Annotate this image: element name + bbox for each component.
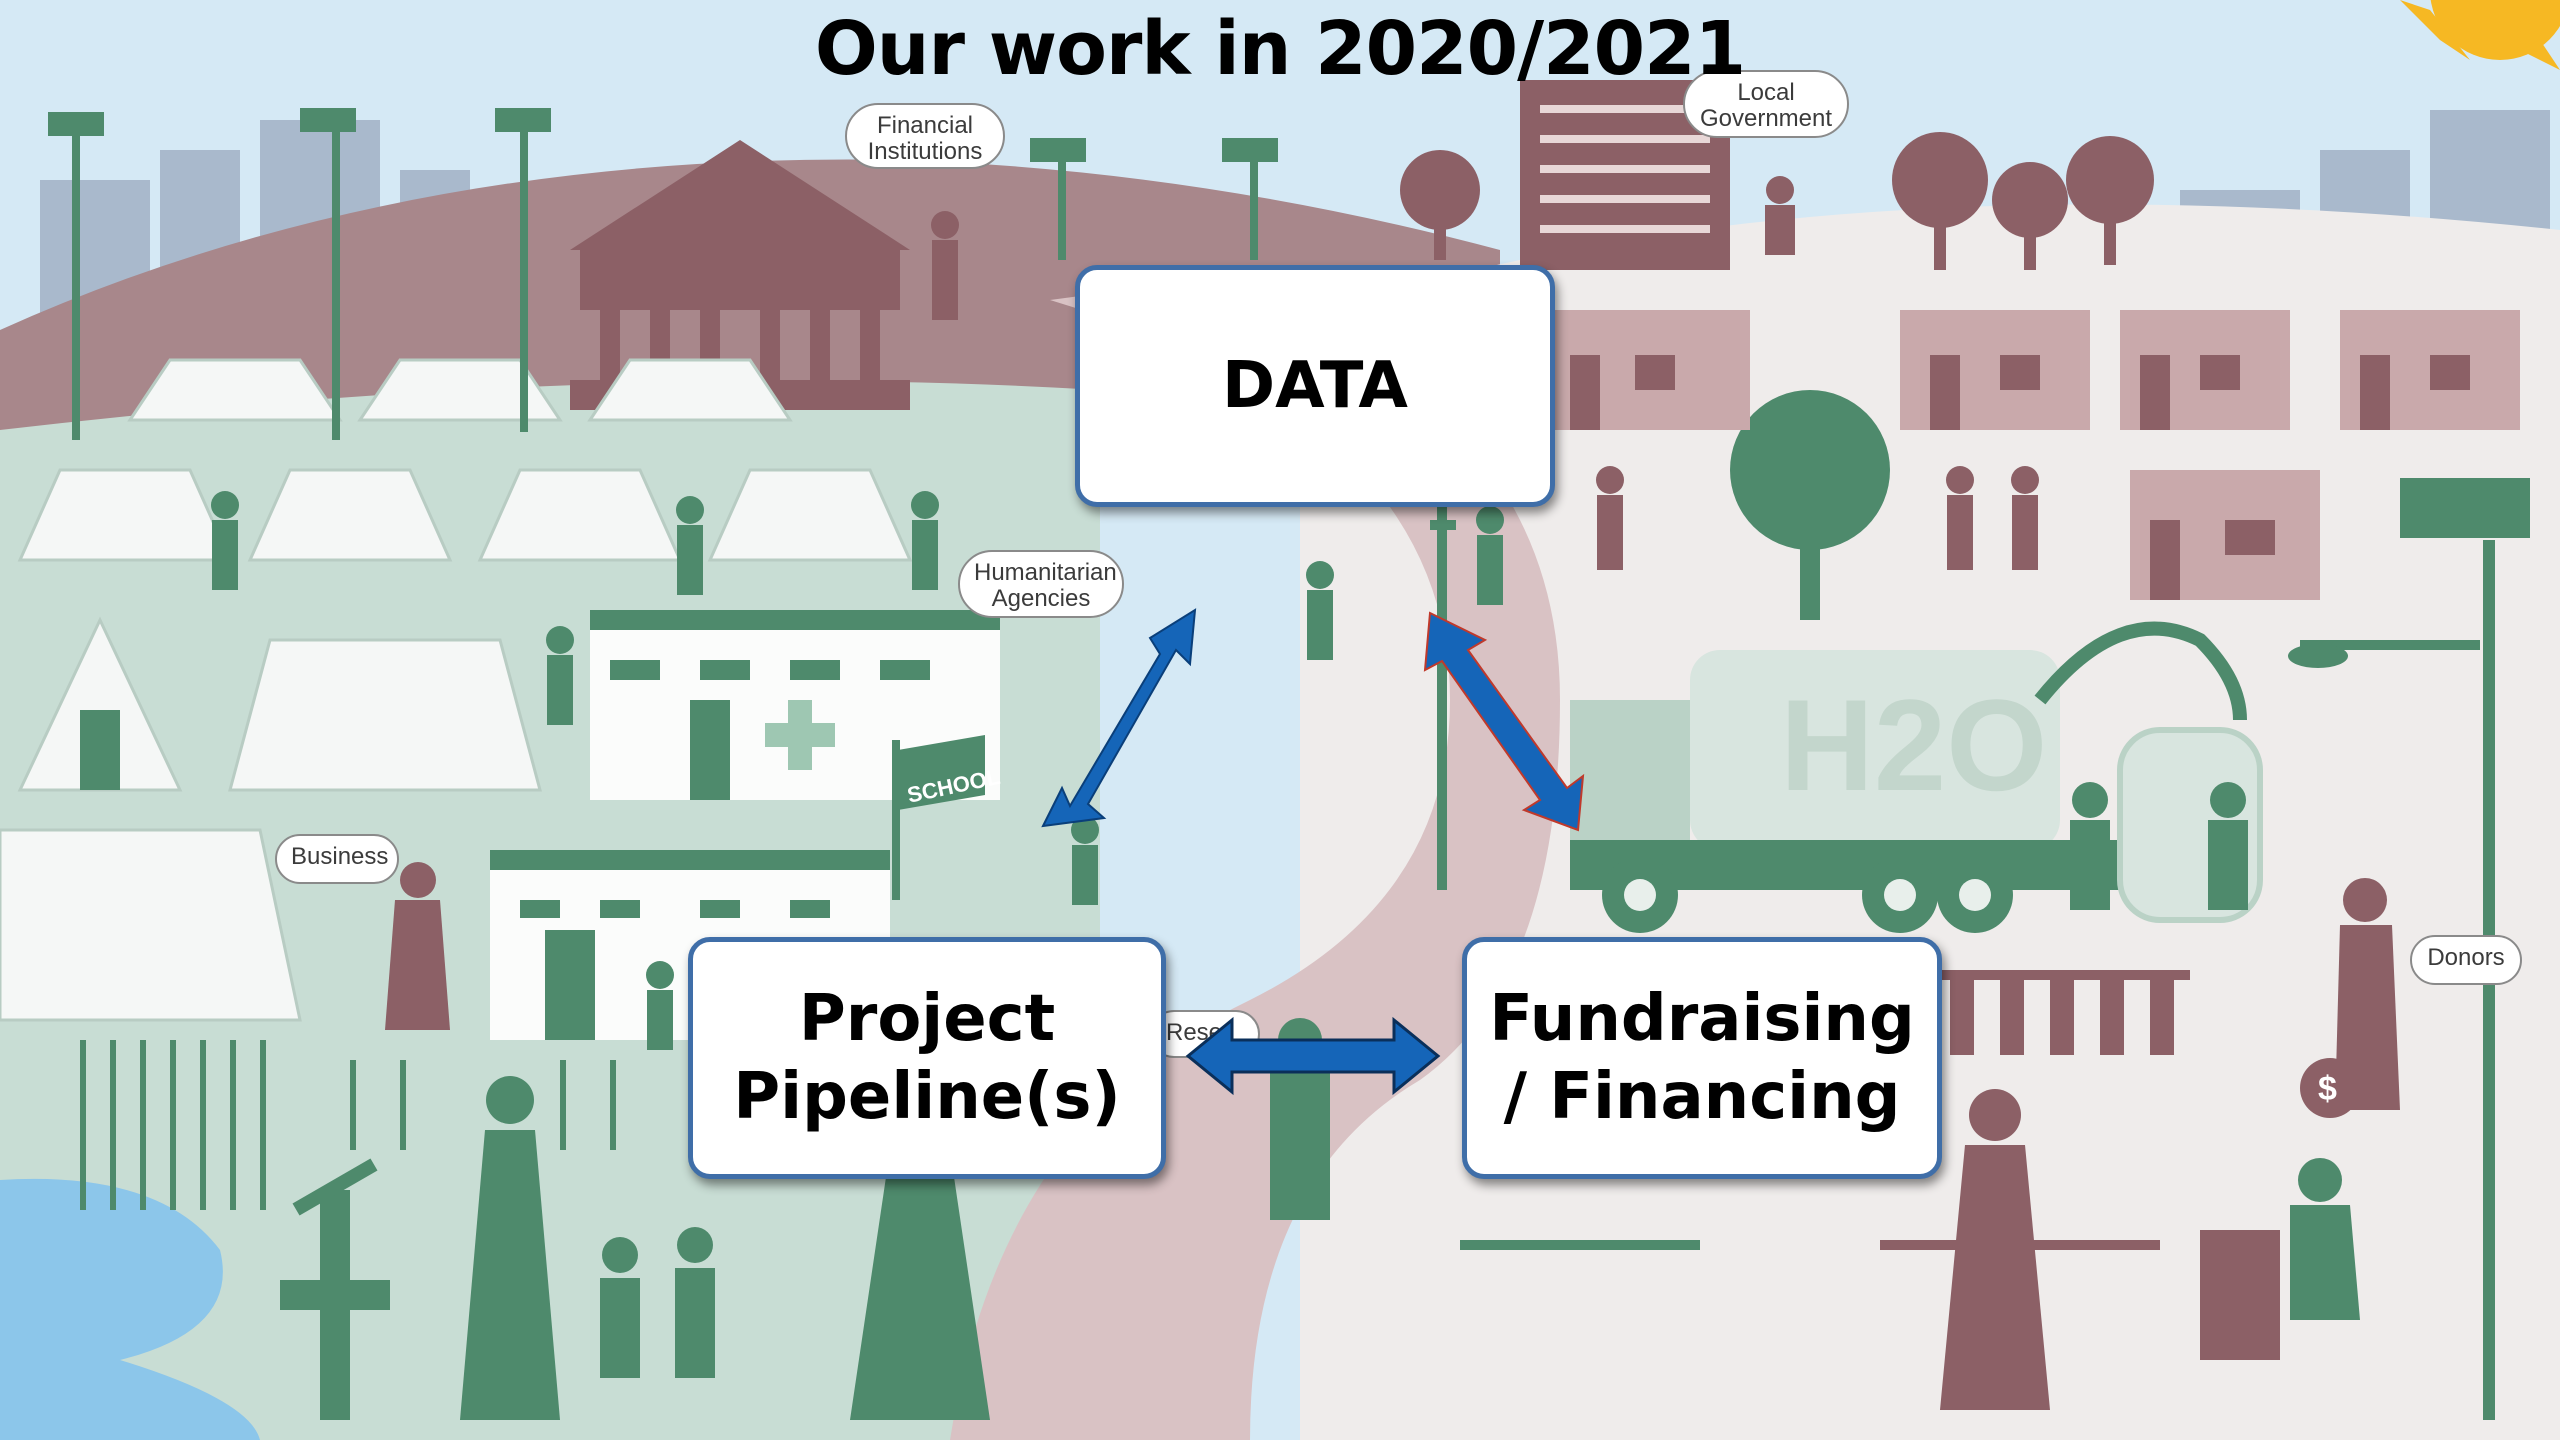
trees [1400, 132, 2154, 270]
fundraising-line2: / Financing [1503, 1060, 1901, 1134]
fundraising-financing-box: Fundraising / Financing [1462, 937, 1942, 1179]
svg-text:$: $ [2318, 1070, 2337, 1108]
business-label: Business [291, 843, 389, 870]
people-mauve [385, 176, 2400, 1410]
financial-line2: Institutions [867, 138, 983, 166]
pond [0, 1178, 260, 1440]
financial-line1: Financial [876, 112, 974, 139]
bubble-financial-institutions: Financial Institutions [845, 103, 1005, 169]
bubble-donors: Donors [2410, 935, 2522, 985]
donors-label: Donors [2427, 944, 2505, 971]
sun [2400, 0, 2560, 70]
project-pipeline-box: Project Pipeline(s) [688, 937, 1166, 1179]
local-line1: Local [1737, 79, 1795, 106]
houses [1550, 310, 2520, 600]
bubble-business: Business [275, 834, 399, 884]
tents [0, 358, 913, 1022]
data-box: DATA [1075, 265, 1555, 507]
crops [80, 1040, 616, 1210]
solar-panel [2200, 1230, 2280, 1360]
people [211, 491, 2360, 1420]
humanitarian-line2: Agencies [991, 585, 1091, 613]
arrow-pipeline-humanitarian [1041, 608, 1197, 828]
page-title: Our work in 2020/2021 [814, 6, 1746, 92]
h2o-label: H2O [1780, 672, 2047, 818]
water-pump [280, 1158, 390, 1420]
money-bag: $ [2300, 1058, 2360, 1118]
arrow-pipeline-fundraising [1185, 1016, 1441, 1096]
fundraising-line1: Fundraising [1489, 981, 1915, 1056]
pipeline-line1: Project [798, 981, 1056, 1056]
local-line2: Government [1699, 105, 1833, 133]
bubble-humanitarian-agencies: Humanitarian Agencies [958, 550, 1124, 618]
clinic [590, 610, 1000, 800]
pipeline-line2: Pipeline(s) [733, 1060, 1121, 1134]
data-label: DATA [1222, 348, 1408, 423]
arrow-data-fundraising [1423, 611, 1585, 832]
humanitarian-line1: Humanitarian [974, 559, 1117, 586]
bubble-local-government: Local Government [1683, 70, 1849, 138]
